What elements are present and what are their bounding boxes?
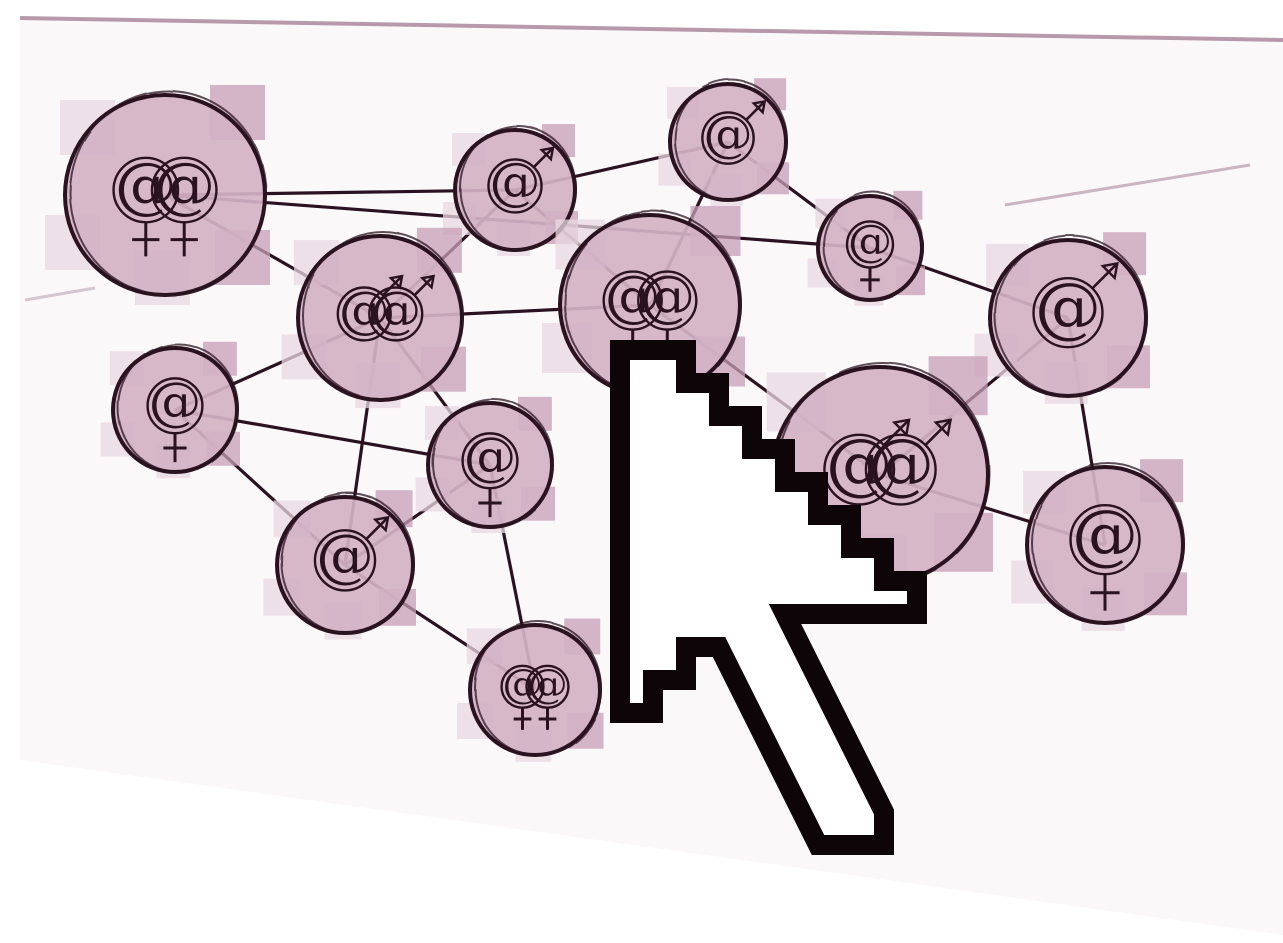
gender-ring	[487, 158, 543, 214]
network-node: @	[100, 341, 240, 479]
gender-ring	[336, 286, 392, 342]
node-outline-sketch	[302, 231, 464, 401]
node-circle	[455, 130, 575, 250]
node-circle	[65, 95, 265, 295]
male-symbol-icon	[751, 99, 767, 115]
network-node: @	[263, 490, 416, 640]
arrow-cursor-icon	[610, 340, 927, 855]
gender-ring	[1032, 277, 1104, 349]
at-sign-glyph: @	[115, 148, 177, 221]
at-sign-glyph: @	[639, 264, 695, 329]
node-circle	[670, 84, 786, 200]
node-circle	[1027, 467, 1183, 623]
at-sign-glyph: @	[826, 425, 893, 503]
male-symbol-icon	[1100, 261, 1119, 281]
node-outline-sketch	[994, 235, 1148, 397]
network-node: @	[415, 396, 555, 534]
node-outline-sketch	[674, 79, 788, 201]
male-symbol-icon	[413, 275, 435, 297]
at-sign-glyph: @	[1035, 268, 1101, 346]
male-symbol-icon	[882, 418, 910, 447]
gender-ring	[368, 286, 424, 342]
at-sign-glyph: @	[867, 425, 934, 503]
node-outline-sketch	[281, 492, 415, 634]
male-symbol-icon	[381, 275, 403, 297]
nodes-layer: @@@@@@@@@@@@@@@@@@	[45, 78, 1187, 762]
node-outline-sketch	[822, 191, 924, 301]
at-sign-glyph: @	[703, 105, 752, 163]
node-circle	[470, 625, 600, 755]
at-sign-glyph: @	[527, 660, 567, 707]
node-outline-sketch	[432, 398, 554, 528]
gender-ring	[864, 433, 937, 506]
male-symbol-icon	[419, 274, 436, 290]
at-sign-glyph: @	[605, 264, 661, 329]
gender-ring	[313, 529, 377, 592]
network-node: @@	[45, 85, 270, 305]
male-symbol-icon	[365, 516, 389, 541]
at-sign-glyph: @	[1072, 495, 1138, 573]
male-symbol-icon	[532, 147, 554, 169]
at-sign-glyph: @	[153, 148, 215, 221]
network-node: @	[1011, 459, 1187, 631]
gender-ring	[823, 433, 896, 506]
paper-scribble	[1004, 163, 1251, 207]
network-node: @	[974, 232, 1150, 404]
node-outline-sketch	[117, 343, 239, 473]
male-symbol-icon	[933, 418, 953, 438]
male-symbol-icon	[891, 418, 911, 438]
at-sign-glyph: @	[339, 280, 390, 339]
node-outline-sketch	[459, 125, 577, 251]
node-circle	[990, 240, 1146, 396]
node-circle	[113, 348, 237, 472]
male-symbol-icon	[388, 274, 404, 290]
network-node: @@	[281, 227, 466, 409]
node-circle	[428, 403, 552, 527]
node-outline-sketch	[1031, 462, 1185, 624]
node-circle	[298, 236, 462, 400]
paper-scribble-left	[24, 286, 96, 302]
paper-top-edge	[19, 16, 1283, 42]
node-outline-sketch	[474, 620, 602, 756]
male-symbol-icon	[924, 418, 952, 447]
network-node: @	[658, 78, 789, 206]
gender-ring	[701, 111, 755, 165]
at-sign-glyph: @	[464, 426, 517, 487]
male-symbol-icon	[372, 515, 390, 533]
at-sign-glyph: @	[370, 280, 421, 339]
at-sign-glyph: @	[490, 153, 541, 212]
male-symbol-icon	[1091, 262, 1119, 290]
at-sign-glyph: @	[848, 216, 892, 267]
male-symbol-icon	[745, 100, 766, 122]
at-sign-glyph: @	[149, 371, 202, 432]
network-node: @@	[457, 618, 604, 762]
network-node: @	[807, 190, 925, 306]
node-circle	[277, 497, 413, 633]
node-outline-sketch	[69, 90, 267, 296]
node-circle	[818, 196, 922, 300]
at-sign-glyph: @	[316, 521, 374, 589]
male-symbol-icon	[539, 146, 555, 162]
